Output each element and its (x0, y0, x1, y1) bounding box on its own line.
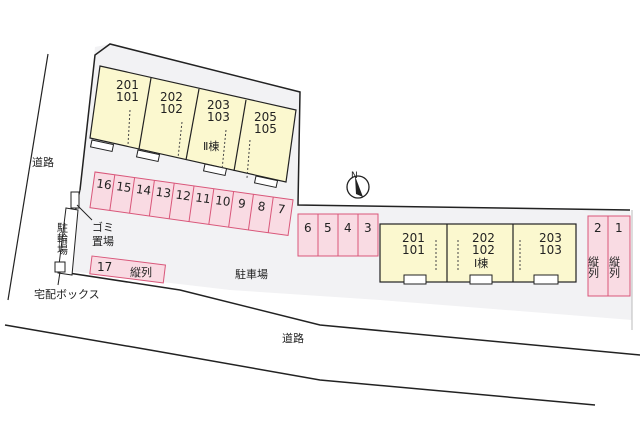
road-south-line (4, 324, 596, 406)
parking-space-10: 10 (214, 193, 231, 209)
bldg-ii-unit2-upper: 202 (160, 90, 183, 104)
site-boundary (79, 43, 631, 211)
bldg-ii-unit1-lower: 101 (116, 90, 139, 104)
bldg-ii-unit4-lower: 105 (254, 122, 277, 136)
garbage-leader (76, 204, 93, 221)
road-west-label: 道路 (32, 155, 54, 169)
parking-space-7: 7 (277, 202, 287, 217)
parking-space-9: 9 (237, 196, 247, 211)
garbage-label-1: ゴミ (92, 220, 114, 234)
parking-space-4: 4 (344, 221, 352, 235)
parking-space-13: 13 (155, 185, 172, 201)
parking-space-17: 17 (97, 260, 112, 274)
garbage-label-2: 置場 (92, 235, 114, 248)
bldg-ii-unit1-upper: 201 (116, 78, 139, 92)
parking-space-6: 6 (304, 221, 312, 235)
parking-space-15: 15 (115, 179, 132, 195)
bldg-ii-unit4-upper: 205 (254, 110, 277, 124)
delivery-box-label: 宅配ボックス (34, 287, 100, 301)
parking-space-16: 16 (95, 176, 112, 192)
bldg-ii-unit2-lower: 102 (160, 102, 183, 116)
building-ii (89, 65, 297, 189)
bldg-i-unit1-upper: 201 (402, 231, 425, 245)
bldg-i-unit2-upper: 202 (472, 231, 495, 245)
lot-south-edge (61, 271, 640, 356)
bldg-i-unit3-upper: 203 (539, 231, 562, 245)
parking-space-3: 3 (364, 221, 372, 235)
road-west-line (7, 53, 49, 301)
parking-row-a: 16 15 14 13 12 11 10 9 8 7 (89, 171, 294, 237)
bicycle-parking-label: 駐輪場 (56, 221, 69, 256)
road-south-label: 道路 (282, 331, 304, 345)
parking-lot-label: 駐車場 (235, 267, 268, 281)
parking-space-2: 2 (594, 221, 602, 235)
parking-17-note: 縦列 (130, 265, 152, 279)
parking-row-b: 6 5 4 3 (297, 213, 379, 257)
bldg-ii-unit3-upper: 203 (207, 98, 230, 112)
bldg-ii-name: Ⅱ棟 (203, 139, 219, 153)
parking-space-14: 14 (135, 182, 152, 198)
bldg-ii-unit3-lower: 103 (207, 110, 230, 124)
garbage-area (70, 191, 80, 209)
bldg-i-name: Ⅰ棟 (474, 256, 488, 270)
parking-space-17-box (89, 255, 167, 284)
parking-space-12: 12 (175, 188, 192, 204)
parking-space-8: 8 (257, 199, 267, 214)
parking-space-5: 5 (324, 221, 332, 235)
north-arrow-icon: N (346, 171, 370, 199)
parking-tandem-right (587, 215, 631, 297)
svg-text:N: N (351, 171, 358, 181)
parking-space-11: 11 (194, 190, 211, 206)
parking-2-note: 縦列 (587, 256, 600, 279)
building-i (379, 223, 577, 285)
delivery-leader (57, 271, 61, 286)
bldg-i-unit1-lower: 101 (402, 243, 425, 257)
bldg-i-unit3-lower: 103 (539, 243, 562, 257)
bldg-i-unit2-lower: 102 (472, 243, 495, 257)
parking-space-1-num: 1 (615, 221, 623, 235)
parking-1-note: 縦列 (608, 256, 621, 279)
